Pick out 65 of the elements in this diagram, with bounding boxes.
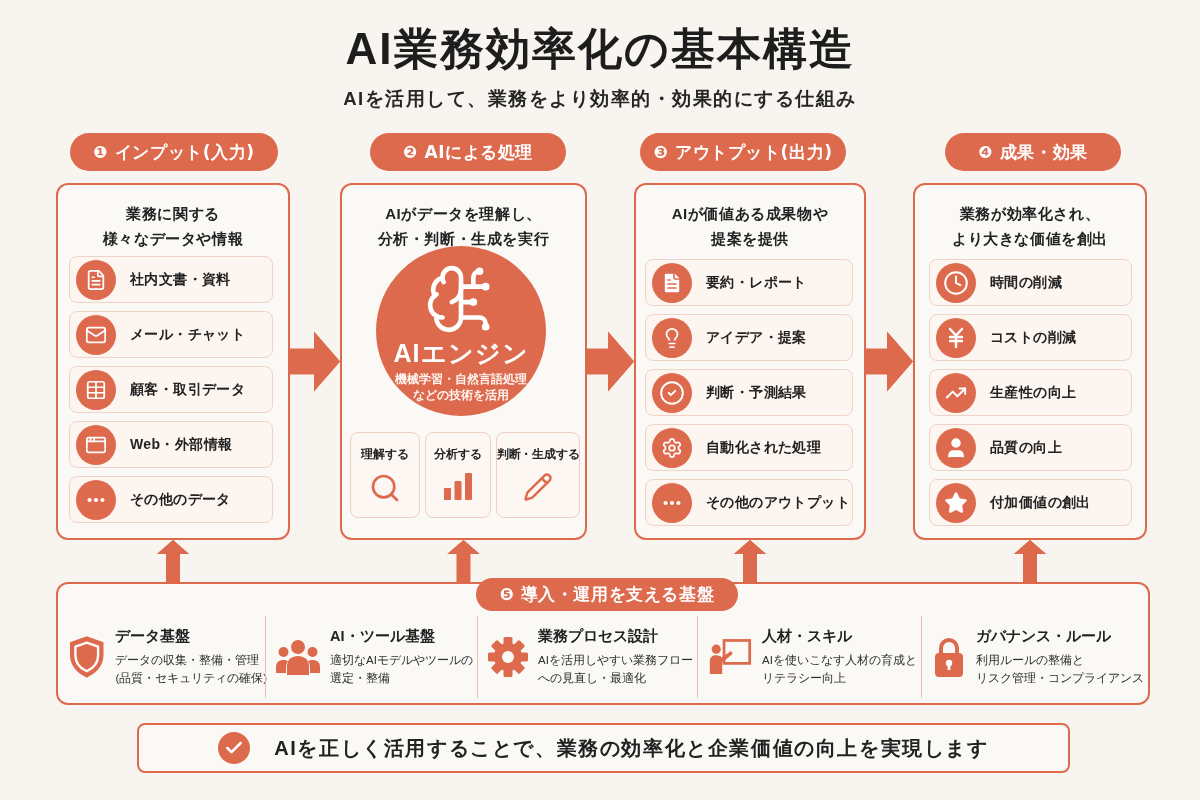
item-label: 顧客・取引データ (130, 380, 246, 399)
item-label: 付加価値の創出 (990, 493, 1091, 512)
step-header: ❹ 成果・効果 (945, 133, 1121, 171)
item-card (69, 421, 273, 468)
panel-description: 業務が効率化され、より大きな価値を創出 (952, 204, 1108, 249)
function-card (425, 432, 491, 518)
pillar-description: 適切なAIモデルやツールの選定・整備 (330, 652, 473, 686)
step-header: ❷ AIによる処理 (370, 133, 566, 171)
pillar-title: 業務プロセス設計 (538, 626, 658, 646)
item-label: 判断・予測結果 (706, 383, 807, 402)
function-card (350, 432, 420, 518)
panel-description: 業務に関する様々なデータや情報 (102, 204, 244, 249)
engine-title: AIエンジン (393, 338, 529, 368)
step-header: ❶ インプット(入力) (70, 133, 278, 171)
item-card (929, 314, 1132, 361)
panel-description: AIが価値ある成果物や提案を提供 (671, 204, 829, 249)
pillar-description: AIを使いこなす人材の育成とリテラシー向上 (762, 652, 917, 686)
pillar-title: AI・ツール基盤 (330, 626, 435, 646)
item-label: その他のアウトプット (706, 493, 850, 512)
item-card (645, 314, 853, 361)
item-label: 品質の向上 (990, 438, 1062, 457)
item-card (645, 479, 853, 526)
item-card (69, 256, 273, 303)
item-label: その他のデータ (130, 490, 231, 509)
engine-description: 機械学習・自然言語処理などの技術を活用 (395, 372, 527, 403)
summary-text: AIを正しく活用することで、業務の効率化と企業価値の向上を実現します (274, 735, 989, 761)
item-card (69, 476, 273, 523)
stage-panel (56, 183, 290, 540)
pillar-description: 利用ルールの整備とリスク管理・コンプライアンス (976, 652, 1144, 686)
item-label: コストの削減 (990, 328, 1077, 347)
item-label: メール・チャット (130, 325, 246, 344)
summary-banner (137, 723, 1070, 773)
item-card (645, 424, 853, 471)
item-card (69, 311, 273, 358)
item-card (929, 424, 1132, 471)
item-label: 社内文書・資料 (130, 270, 231, 289)
diagram-title: AI業務効率化の基本構造 (345, 23, 855, 75)
item-label: 時間の削減 (990, 273, 1062, 292)
function-card (496, 432, 580, 518)
pillar-title: ガバナンス・ルール (976, 626, 1111, 646)
item-card (69, 366, 273, 413)
item-card (929, 259, 1132, 306)
stage-panel (634, 183, 866, 540)
pillar-title: データ基盤 (115, 626, 191, 646)
foundation-panel (56, 582, 1150, 705)
item-card (929, 479, 1132, 526)
step-header: ❺ 導入・運用を支える基盤 (476, 578, 738, 611)
stage-panel (913, 183, 1147, 540)
function-label: 判断・生成する (496, 446, 580, 463)
stage-panel (340, 183, 587, 540)
panel-description: AIがデータを理解し、分析・判断・生成を実行 (377, 204, 550, 249)
item-label: 生産性の向上 (990, 383, 1077, 402)
item-card (645, 259, 853, 306)
item-label: 要約・レポート (706, 273, 807, 292)
item-label: Web・外部情報 (130, 435, 233, 454)
pillar-description: AIを活用しやすい業務フローへの見直し・最適化 (538, 652, 693, 686)
step-header: ❸ アウトプット(出力) (640, 133, 846, 171)
function-label: 分析する (434, 446, 482, 463)
subtitle: AIを活用して、業務をより効率的・効果的にする仕組み (343, 87, 857, 111)
item-card (929, 369, 1132, 416)
item-label: 自動化された処理 (706, 438, 822, 457)
pillar-title: 人材・スキル (762, 626, 852, 646)
function-label: 理解する (361, 446, 409, 463)
item-card (645, 369, 853, 416)
item-label: アイデア・提案 (706, 328, 807, 347)
